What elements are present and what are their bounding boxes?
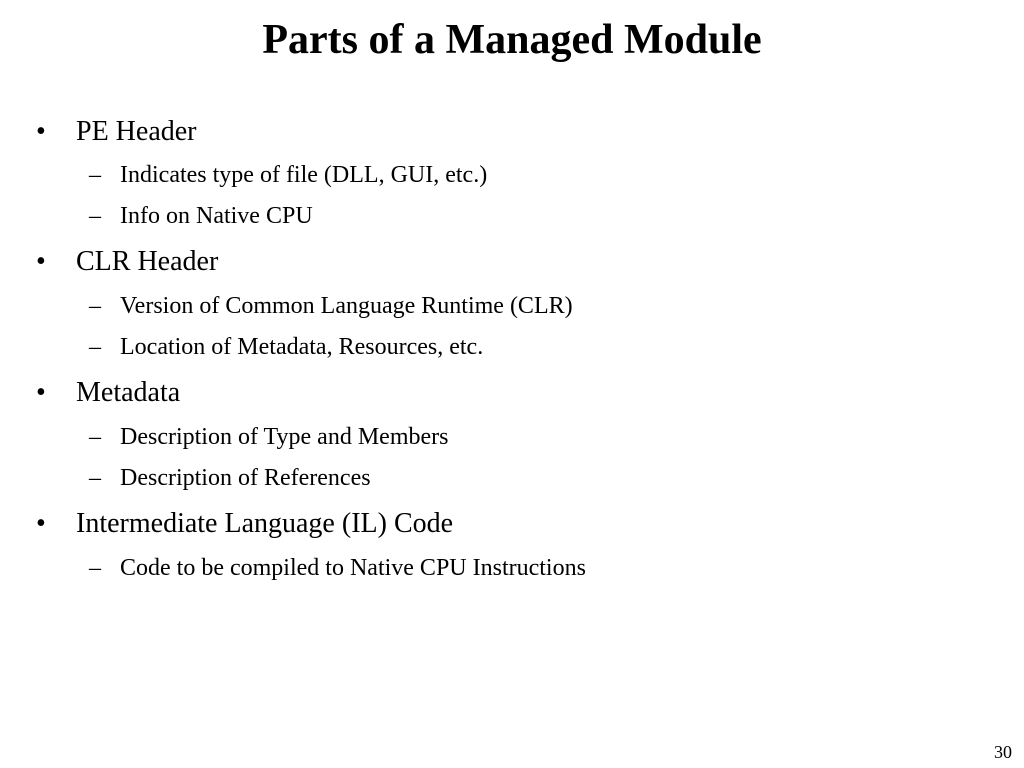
sub-bullet-text: Code to be compiled to Native CPU Instru… — [120, 555, 586, 581]
sub-bullet-text: Info on Native CPU — [120, 203, 313, 229]
sub-bullet-text: Indicates type of file (DLL, GUI, etc.) — [120, 162, 488, 188]
dash-icon: – — [89, 334, 101, 360]
dash-icon: – — [89, 293, 101, 319]
sub-bullet-text: Location of Metadata, Resources, etc. — [120, 334, 484, 360]
page-number: 30 — [994, 742, 1012, 762]
bullet-icon: • — [36, 116, 46, 147]
dash-icon: – — [89, 203, 101, 229]
sub-bullet-text: Description of References — [120, 465, 371, 491]
bullet-icon: • — [36, 508, 46, 539]
bullet-icon: • — [36, 377, 46, 408]
dash-icon: – — [89, 555, 101, 581]
slide-title: Parts of a Managed Module — [262, 17, 762, 63]
bullet-text: CLR Header — [76, 246, 219, 277]
bullet-text: PE Header — [76, 116, 197, 147]
dash-icon: – — [89, 465, 101, 491]
dash-icon: – — [89, 424, 101, 450]
dash-icon: – — [89, 162, 101, 188]
bullet-text: Metadata — [76, 377, 181, 408]
sub-bullet-text: Description of Type and Members — [120, 424, 449, 450]
bullet-text: Intermediate Language (IL) Code — [76, 508, 454, 539]
sub-bullet-text: Version of Common Language Runtime (CLR) — [120, 293, 573, 319]
bullet-icon: • — [36, 246, 46, 277]
